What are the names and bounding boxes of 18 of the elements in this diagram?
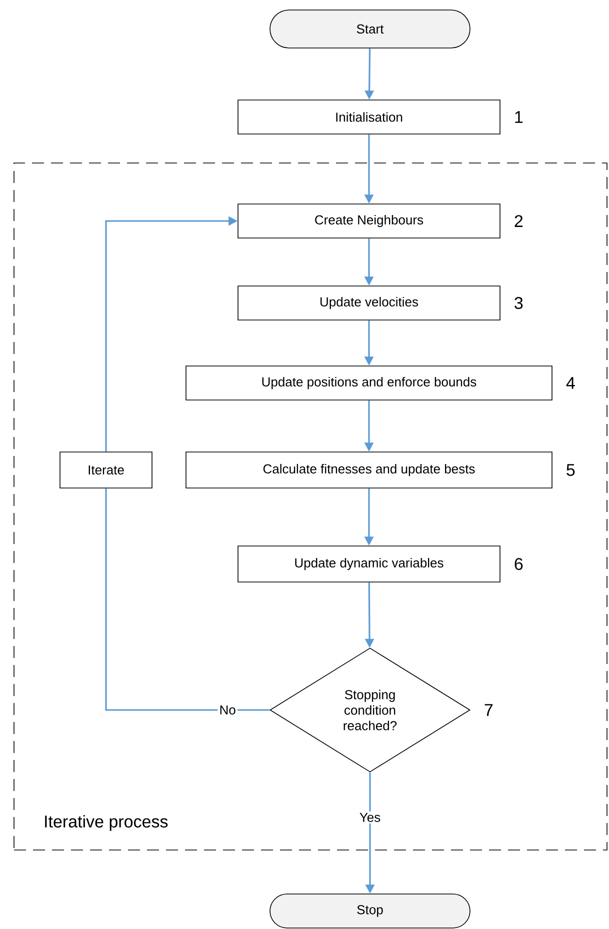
process-box: Initialisation: [238, 100, 500, 134]
step-number: 6: [514, 558, 523, 570]
terminal-box: Stop: [270, 894, 470, 928]
step-number: 4: [566, 377, 575, 389]
process-box: Update velocities: [238, 286, 500, 320]
process-box: Calculate fitnesses and update bests: [186, 452, 552, 488]
step-number: 5: [566, 464, 575, 476]
process-box: Iterate: [60, 452, 152, 488]
step-number: 7: [484, 704, 493, 716]
edge-label: Yes: [358, 811, 382, 824]
step-number: 1: [515, 111, 523, 123]
step-number: 2: [514, 215, 523, 227]
step-number: 3: [514, 296, 523, 310]
terminal-box: Start: [270, 10, 470, 48]
process-box: Update dynamic variables: [238, 546, 500, 582]
edge-label: No: [218, 704, 238, 716]
process-box: Update positions and enforce bounds: [186, 366, 552, 400]
process-box: Create Neighbours: [238, 204, 500, 238]
